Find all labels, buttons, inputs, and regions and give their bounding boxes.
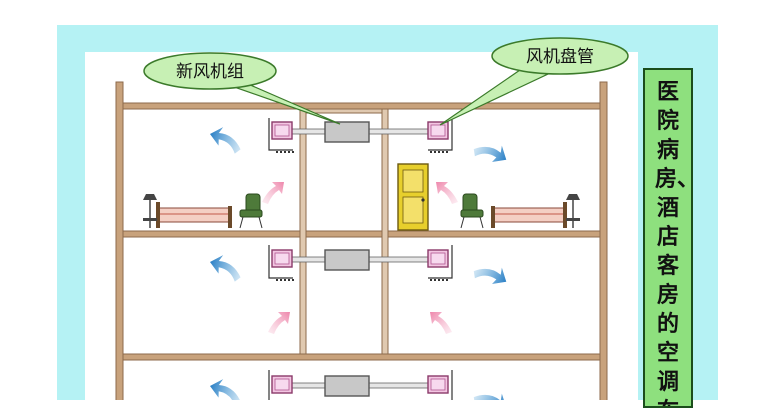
label-fan-coil: 风机盘管: [526, 47, 594, 67]
bed-icon: [156, 202, 232, 228]
door-icon: [397, 163, 429, 231]
floor-3-equipment: [268, 370, 453, 404]
lamp-icon-right: [566, 194, 580, 228]
building-structure: [115, 81, 608, 408]
callout-fresh-air-unit: 新风机组: [143, 52, 341, 125]
side-title: 医院病房、酒店客房的空调布: [655, 80, 691, 406]
label-fresh-air-unit: 新风机组: [176, 62, 244, 82]
callout-fan-coil: 风机盘管: [439, 37, 629, 126]
chair-icon-right: [460, 193, 484, 229]
bed-icon-right: [491, 202, 567, 228]
floor-1-equipment: [268, 118, 453, 153]
floor-2-equipment: [268, 245, 453, 281]
side-title-panel: 医院病房、酒店客房的空调布: [643, 68, 693, 408]
lamp-icon: [143, 194, 157, 228]
chair-icon: [239, 193, 263, 229]
